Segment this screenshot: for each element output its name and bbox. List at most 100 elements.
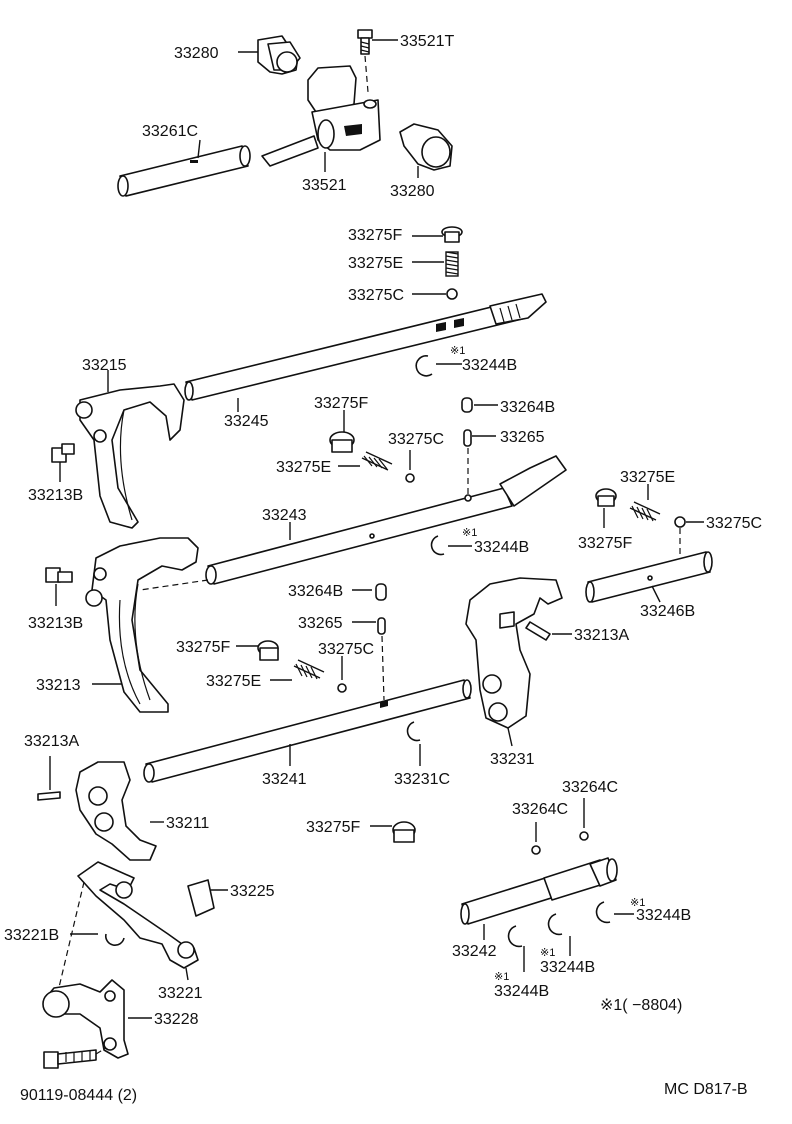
plug-33280-top xyxy=(257,35,301,75)
lever-33521 xyxy=(261,65,381,167)
pin-33213A-b xyxy=(37,791,61,801)
label-33280-bottom: 33280 xyxy=(390,183,435,200)
label-33246B: 33246B xyxy=(640,603,695,620)
label-33275E-b: 33275E xyxy=(276,459,331,476)
label-33244B-c: 33244B xyxy=(636,907,691,924)
label-33275C-c: 33275C xyxy=(706,515,762,532)
label-33275C-b: 33275C xyxy=(388,431,444,448)
mark-1-e: ※1 xyxy=(494,971,509,983)
label-33242: 33242 xyxy=(452,943,497,960)
label-33213: 33213 xyxy=(36,677,81,694)
mark-1-b: ※1 xyxy=(462,527,477,539)
label-33221: 33221 xyxy=(158,985,203,1002)
clip-33231C xyxy=(406,721,421,742)
label-33264B-a: 33264B xyxy=(500,399,555,416)
diagram-code: MC D817-B xyxy=(664,1081,748,1098)
label-33521: 33521 xyxy=(302,177,347,194)
label-33213A-a: 33213A xyxy=(574,627,629,644)
label-33275C-d: 33275C xyxy=(318,641,374,658)
label-33275F-a: 33275F xyxy=(348,227,402,244)
label-33275F-c: 33275F xyxy=(578,535,632,552)
label-33231C: 33231C xyxy=(394,771,450,788)
plug-33275F-c xyxy=(595,488,617,507)
bolt-33521T xyxy=(357,29,373,55)
pin-33213A-a xyxy=(525,621,551,641)
shaft-33245 xyxy=(184,293,547,401)
label-33241: 33241 xyxy=(262,771,307,788)
head-33211 xyxy=(75,761,157,861)
label-33261C: 33261C xyxy=(142,123,198,140)
bracket-33228 xyxy=(42,979,129,1059)
fork-33213 xyxy=(85,537,199,713)
mark-1-c: ※1 xyxy=(630,897,645,909)
label-33213B-a: 33213B xyxy=(28,487,83,504)
label-33225: 33225 xyxy=(230,883,275,900)
fork-33215 xyxy=(75,383,185,529)
shaft-33246B xyxy=(585,551,713,603)
label-33213B-b: 33213B xyxy=(28,615,83,632)
spring-33275E-b xyxy=(361,451,393,471)
label-33245: 33245 xyxy=(224,413,269,430)
label-33221B: 33221B xyxy=(4,927,59,944)
label-33280-top: 33280 xyxy=(174,45,219,62)
plug-33275F-a xyxy=(441,226,463,243)
label-33244B-e: 33244B xyxy=(494,983,549,1000)
label-33275E-d: 33275E xyxy=(206,673,261,690)
label-33264B-b: 33264B xyxy=(288,583,343,600)
label-33213A-b: 33213A xyxy=(24,733,79,750)
label-33265-b: 33265 xyxy=(298,615,343,632)
head-33231 xyxy=(465,577,563,729)
label-33275C-a: 33275C xyxy=(348,287,404,304)
shaft-33243 xyxy=(205,455,567,585)
clip-33244B-a xyxy=(415,355,433,377)
plug-33275F-e xyxy=(392,821,416,843)
clip-33244B-e xyxy=(507,925,523,948)
clip-33221B xyxy=(104,933,125,947)
bolt-33213B-b xyxy=(45,567,73,583)
ball-33275C-c xyxy=(674,516,686,528)
plug-33275F-d xyxy=(257,640,279,661)
plug-33275F-b xyxy=(329,431,355,453)
label-33228: 33228 xyxy=(154,1011,199,1028)
pin-33265-a xyxy=(463,429,472,447)
label-33244B-d: 33244B xyxy=(540,959,595,976)
label-33275F-e: 33275F xyxy=(306,819,360,836)
label-33264C-b: 33264C xyxy=(512,801,568,818)
mark-1-d: ※1 xyxy=(540,947,555,959)
pin-33265-b xyxy=(377,617,386,635)
label-33521T: 33521T xyxy=(400,33,454,50)
shaft-33241 xyxy=(143,679,472,783)
label-33275E-c: 33275E xyxy=(620,469,675,486)
bolt-33213B-a xyxy=(51,443,75,463)
clip-33244B-c xyxy=(595,901,611,924)
plug-33280-bottom xyxy=(399,123,453,171)
spring-33275E-d xyxy=(293,659,325,680)
label-33275F-d: 33275F xyxy=(176,639,230,656)
label-33215: 33215 xyxy=(82,357,127,374)
label-33211: 33211 xyxy=(166,815,209,832)
label-33275E-a: 33275E xyxy=(348,255,403,272)
label-33265-a: 33265 xyxy=(500,429,545,446)
shaft-33261C xyxy=(117,145,251,197)
label-33244B-b: 33244B xyxy=(474,539,529,556)
ball-33275C-d xyxy=(337,683,347,693)
label-33231: 33231 xyxy=(490,751,535,768)
label-33243: 33243 xyxy=(262,507,307,524)
pin-33264B-b xyxy=(375,583,387,601)
ball-33275C-b xyxy=(405,473,415,483)
ball-33264C-a xyxy=(531,845,541,855)
label-33244B-a: 33244B xyxy=(462,357,517,374)
clip-33244B-b xyxy=(430,535,445,556)
pin-33225 xyxy=(187,879,215,917)
applicability-note: ※1( −8804) xyxy=(600,997,682,1014)
label-33264C-a: 33264C xyxy=(562,779,618,796)
shaft-33242 xyxy=(460,857,618,925)
mark-1-a: ※1 xyxy=(450,345,465,357)
bolt-90119-08444 xyxy=(43,1049,97,1069)
spring-33275E-a xyxy=(445,251,459,277)
ball-33264C-b xyxy=(579,831,589,841)
label-90119-08444: 90119-08444 (2) xyxy=(20,1087,137,1104)
clip-33244B-d xyxy=(547,913,563,936)
